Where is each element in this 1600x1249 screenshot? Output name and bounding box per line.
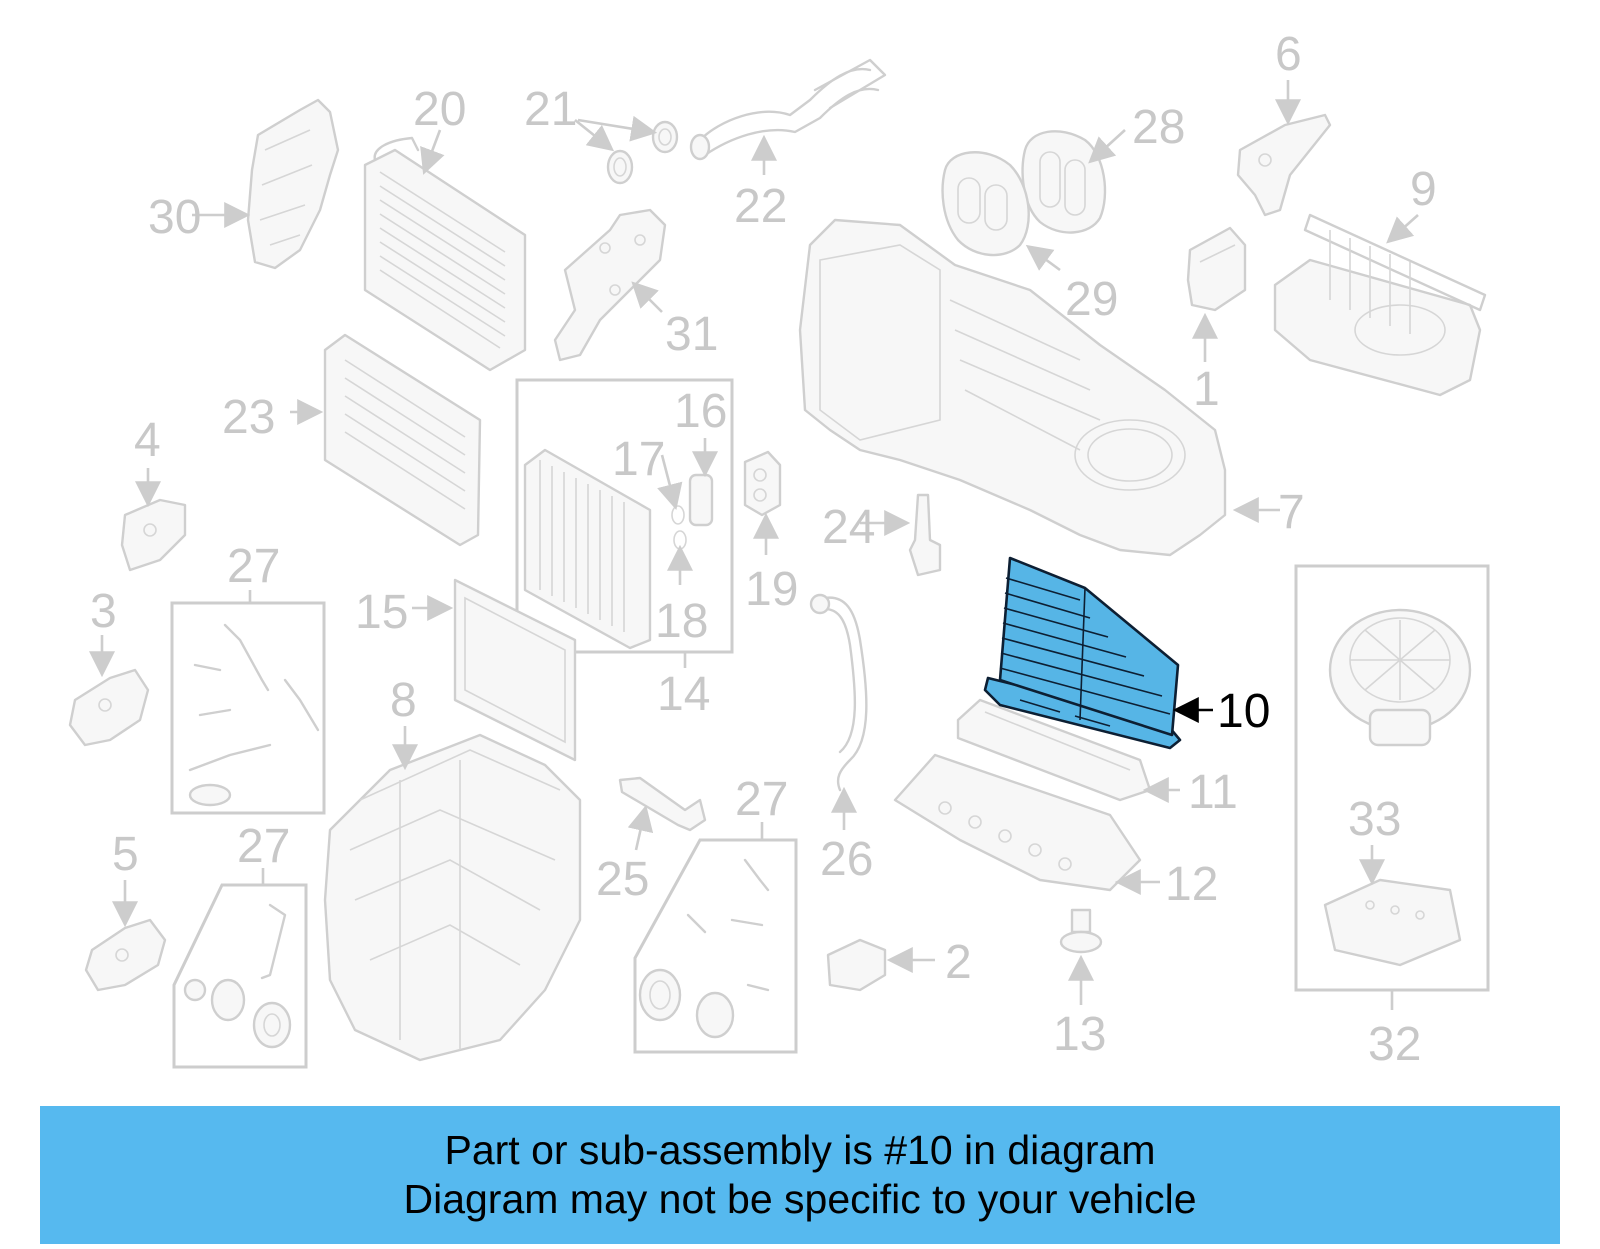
part-8-drawing [323,733,582,1062]
callout-12: 12 [1165,858,1218,911]
info-banner: Part or sub-assembly is #10 in diagram D… [40,1106,1560,1244]
part-30-drawing [246,98,340,270]
callout-26: 26 [820,833,873,886]
part-28-29-drawing [941,130,1107,257]
callout-25: 25 [596,853,649,906]
callout-27a: 27 [227,540,280,593]
callout-14: 14 [657,668,710,721]
callout-7: 7 [1278,486,1305,539]
callout-16: 16 [674,385,727,438]
banner-line-1: Part or sub-assembly is #10 in diagram [444,1127,1156,1173]
part-27-kit-box-2 [633,838,798,1054]
part-5-drawing [84,918,167,992]
callout-2: 2 [945,936,972,989]
callout-18: 18 [655,595,708,648]
callout-23: 23 [222,391,275,444]
part-25-drawing [618,776,707,832]
callout-4: 4 [134,414,161,467]
part-13-drawing [1059,908,1103,954]
callout-8: 8 [390,674,417,727]
callout-22: 22 [734,180,787,233]
part-2-drawing [826,938,887,992]
callout-27b: 27 [237,820,290,873]
part-10-cabin-filter[interactable] [983,556,1182,750]
part-22-drawing [689,58,887,161]
part-4-drawing [120,498,187,572]
callout-24: 24 [822,501,875,554]
callout-17: 17 [612,433,665,486]
callout-11: 11 [1188,766,1238,819]
part-21-drawing [606,120,679,185]
callout-28: 28 [1132,101,1185,154]
callout-6: 6 [1275,28,1302,81]
callout-30: 30 [148,191,201,244]
part-1-drawing [1186,226,1247,312]
callout-10[interactable]: 10 [1217,685,1270,738]
part-6-drawing [1236,113,1332,217]
callout-21: 21 [524,83,577,136]
part-23-drawing [323,333,482,547]
callout-27c: 27 [735,773,788,826]
part-19-drawing [743,450,782,517]
leader-lines [89,80,1419,1010]
callout-3: 3 [90,585,117,638]
callout-15: 15 [355,586,408,639]
part-27-kit-box-1 [170,601,326,815]
part-31-drawing [553,208,667,362]
part-26-drawing [809,593,868,792]
callout-19: 19 [745,563,798,616]
part-9-drawing [1273,213,1487,397]
part-14-drawing [515,378,734,654]
callout-20: 20 [413,83,466,136]
callout-9: 9 [1410,163,1437,216]
part-27-kit-box-3 [172,883,308,1069]
part-24-drawing [908,493,942,577]
callout-13: 13 [1053,1008,1106,1061]
callout-29: 29 [1065,273,1118,326]
part-3-drawing [68,668,150,747]
part-15-drawing [453,578,577,762]
callout-1: 1 [1193,363,1220,416]
callout-33: 33 [1348,793,1401,846]
part-32-drawing [1294,564,1490,992]
callout-5: 5 [112,828,139,881]
part-20-drawing [363,136,527,372]
callout-31: 31 [665,308,718,361]
part-7-drawing [798,218,1227,557]
banner-line-2: Diagram may not be specific to your vehi… [403,1176,1197,1222]
callout-32: 32 [1368,1018,1421,1071]
callout-labels: 1 2 3 4 5 6 7 8 9 10 11 12 13 14 15 16 1… [90,28,1437,1071]
